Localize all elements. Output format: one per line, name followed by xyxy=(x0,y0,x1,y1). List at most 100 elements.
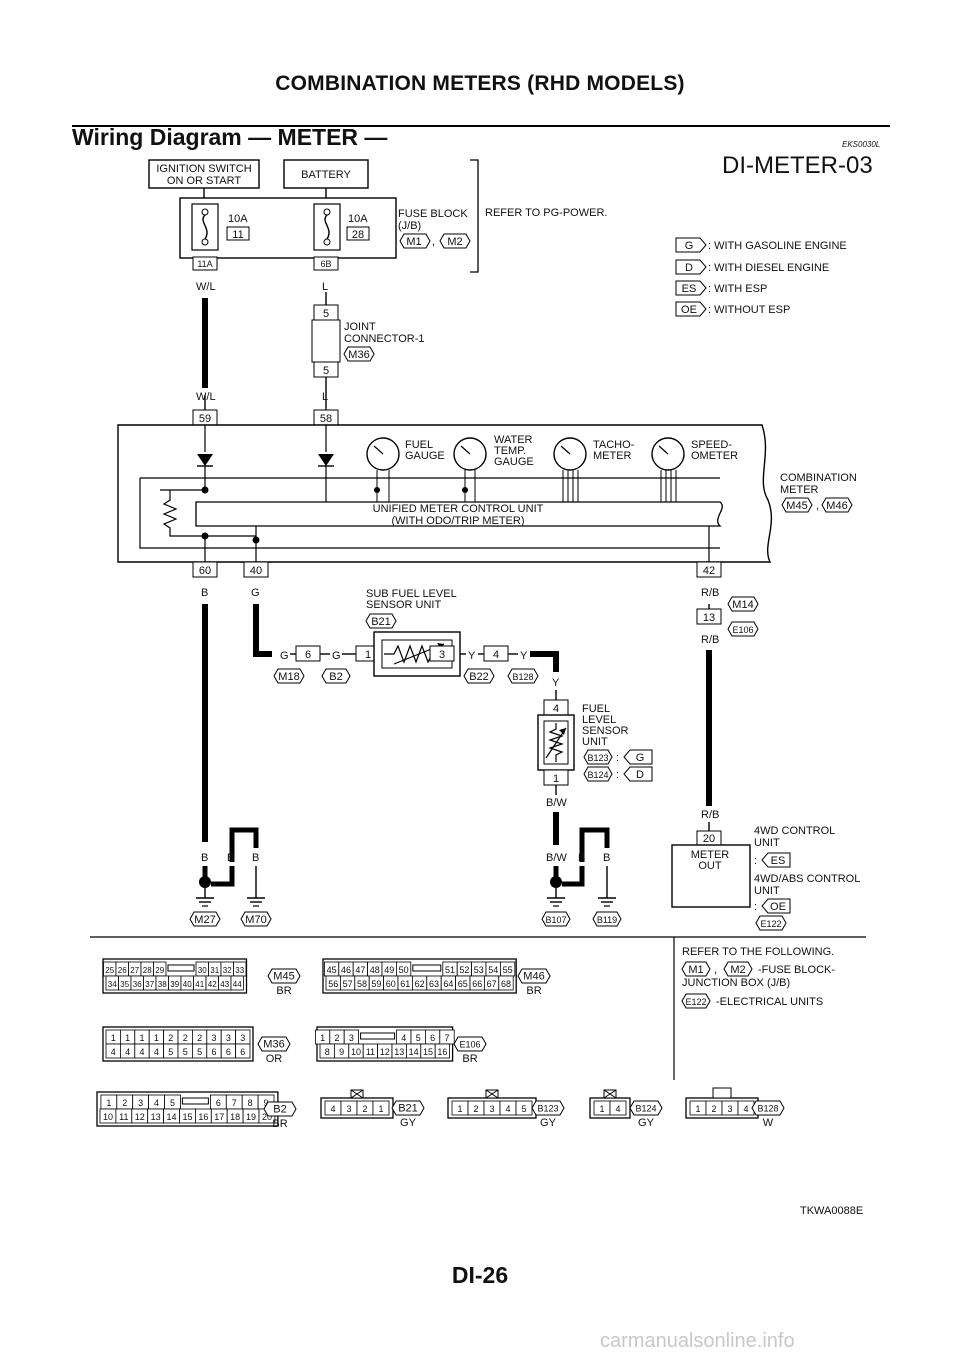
svg-text:6: 6 xyxy=(240,1047,245,1057)
svg-text:METER: METER xyxy=(691,849,730,861)
svg-text:48: 48 xyxy=(370,965,380,975)
svg-text:M14: M14 xyxy=(732,599,753,611)
combination-meter-label-1: COMBINATION xyxy=(780,472,857,484)
svg-text:M46: M46 xyxy=(523,971,544,983)
svg-text:54: 54 xyxy=(488,965,498,975)
joint-connector: 5 5 xyxy=(311,304,341,378)
section-rule xyxy=(72,125,890,127)
svg-text:36: 36 xyxy=(133,980,142,989)
svg-text:35: 35 xyxy=(120,980,129,989)
svg-text:52: 52 xyxy=(459,965,469,975)
svg-text:1: 1 xyxy=(106,1098,111,1108)
svg-text:29: 29 xyxy=(155,966,164,975)
svg-text:3: 3 xyxy=(489,1104,494,1114)
gauge-tacho-1: TACHO- xyxy=(593,439,635,451)
svg-text:55: 55 xyxy=(503,965,513,975)
gauge-speed-1: SPEED- xyxy=(691,439,732,451)
svg-text:E122: E122 xyxy=(685,997,706,1007)
svg-text::: : xyxy=(616,769,619,781)
svg-text:57: 57 xyxy=(343,979,353,989)
fuse-block-conn-m1: M1 xyxy=(399,233,431,249)
ground-right: B/W B B B107 B119 xyxy=(541,827,622,927)
sub-fuel-label-2: SENSOR UNIT xyxy=(366,599,441,611)
svg-text:17: 17 xyxy=(214,1112,224,1122)
svg-text:G: G xyxy=(636,752,645,764)
wire-l-top: L xyxy=(322,281,328,293)
svg-text:BR: BR xyxy=(462,1053,477,1065)
svg-text:12: 12 xyxy=(380,1047,390,1057)
svg-text:1: 1 xyxy=(457,1104,462,1114)
svg-text:4: 4 xyxy=(553,703,559,715)
fuel-level-sensor: 4 1 xyxy=(537,699,575,786)
combination-meter: UNIFIED METER CONTROL UNIT (WITH ODO/TRI… xyxy=(117,424,773,563)
refer-text-2: -ELECTRICAL UNITS xyxy=(716,996,823,1008)
gauge-speed-2: OMETER xyxy=(691,450,738,462)
svg-text:12: 12 xyxy=(135,1112,145,1122)
svg-text:B2: B2 xyxy=(273,1104,286,1116)
wire-rb-meter: R/B xyxy=(701,587,719,599)
joint-label-1: JOINT xyxy=(344,321,376,333)
wire-y-down: Y xyxy=(552,677,560,689)
svg-text:10: 10 xyxy=(103,1112,113,1122)
svg-text:16: 16 xyxy=(437,1047,447,1057)
section-title: Wiring Diagram — METER — xyxy=(72,124,388,150)
svg-text:60: 60 xyxy=(386,979,396,989)
fourwd-abs-label-1: 4WD/ABS CONTROL xyxy=(754,873,860,885)
svg-text:8: 8 xyxy=(325,1047,330,1057)
svg-text:B123: B123 xyxy=(537,1104,558,1114)
refer-text-1b: JUNCTION BOX (J/B) xyxy=(682,977,790,989)
legend: G : WITH GASOLINE ENGINE D : WITH DIESEL… xyxy=(675,237,847,317)
svg-text:E106: E106 xyxy=(732,625,753,635)
svg-text:6: 6 xyxy=(216,1098,221,1108)
svg-text:5: 5 xyxy=(197,1047,202,1057)
svg-text:1: 1 xyxy=(320,1033,325,1043)
fuse1-terminal: 11A xyxy=(197,259,212,269)
legend-text-g: : WITH GASOLINE ENGINE xyxy=(708,240,847,252)
meter-pin-59: 59 xyxy=(199,413,211,425)
svg-text:E122: E122 xyxy=(760,919,781,929)
svg-text:3: 3 xyxy=(211,1033,216,1043)
svg-text:B: B xyxy=(603,852,610,864)
svg-text:8: 8 xyxy=(248,1098,253,1108)
fuse-block-label-1: FUSE BLOCK xyxy=(398,208,468,220)
svg-text:2: 2 xyxy=(168,1033,173,1043)
svg-text:46: 46 xyxy=(341,965,351,975)
svg-text:1: 1 xyxy=(365,649,371,661)
refer-conn-m1: M1 xyxy=(681,961,711,977)
meter-conn-m46: M46 xyxy=(821,497,853,513)
svg-text:11: 11 xyxy=(119,1112,128,1122)
svg-text:10: 10 xyxy=(351,1047,361,1057)
svg-text:20: 20 xyxy=(703,833,715,845)
svg-text:9: 9 xyxy=(264,1098,269,1108)
svg-text:BR: BR xyxy=(272,1118,287,1130)
svg-text:43: 43 xyxy=(220,980,229,989)
refer-conn-e122: E122 xyxy=(681,993,711,1009)
svg-text:B21: B21 xyxy=(371,616,391,628)
svg-text:33: 33 xyxy=(235,966,244,975)
svg-text:B: B xyxy=(227,852,234,864)
svg-text:B124: B124 xyxy=(587,770,608,780)
gauge-water-2: TEMP. xyxy=(494,445,526,457)
battery-box: BATTERY xyxy=(283,159,369,189)
svg-text:G: G xyxy=(280,650,289,662)
svg-text:13: 13 xyxy=(394,1047,404,1057)
svg-text:B128: B128 xyxy=(757,1104,778,1114)
svg-text:1: 1 xyxy=(125,1033,130,1043)
svg-text:56: 56 xyxy=(328,979,338,989)
svg-text:GY: GY xyxy=(638,1117,655,1129)
svg-text:14: 14 xyxy=(167,1112,177,1122)
svg-text:5: 5 xyxy=(416,1033,421,1043)
svg-text:3: 3 xyxy=(240,1033,245,1043)
svg-text:34: 34 xyxy=(108,980,117,989)
svg-text:13: 13 xyxy=(151,1112,161,1122)
svg-text:40: 40 xyxy=(183,980,192,989)
legend-text-es: : WITH ESP xyxy=(708,283,767,295)
svg-text:M1: M1 xyxy=(688,964,703,976)
svg-text:5: 5 xyxy=(521,1104,526,1114)
svg-text:2: 2 xyxy=(362,1104,367,1114)
svg-text:OR: OR xyxy=(266,1053,283,1065)
gauge-tacho-2: METER xyxy=(593,450,632,462)
fuse-block-label-2: (J/B) xyxy=(398,220,421,232)
